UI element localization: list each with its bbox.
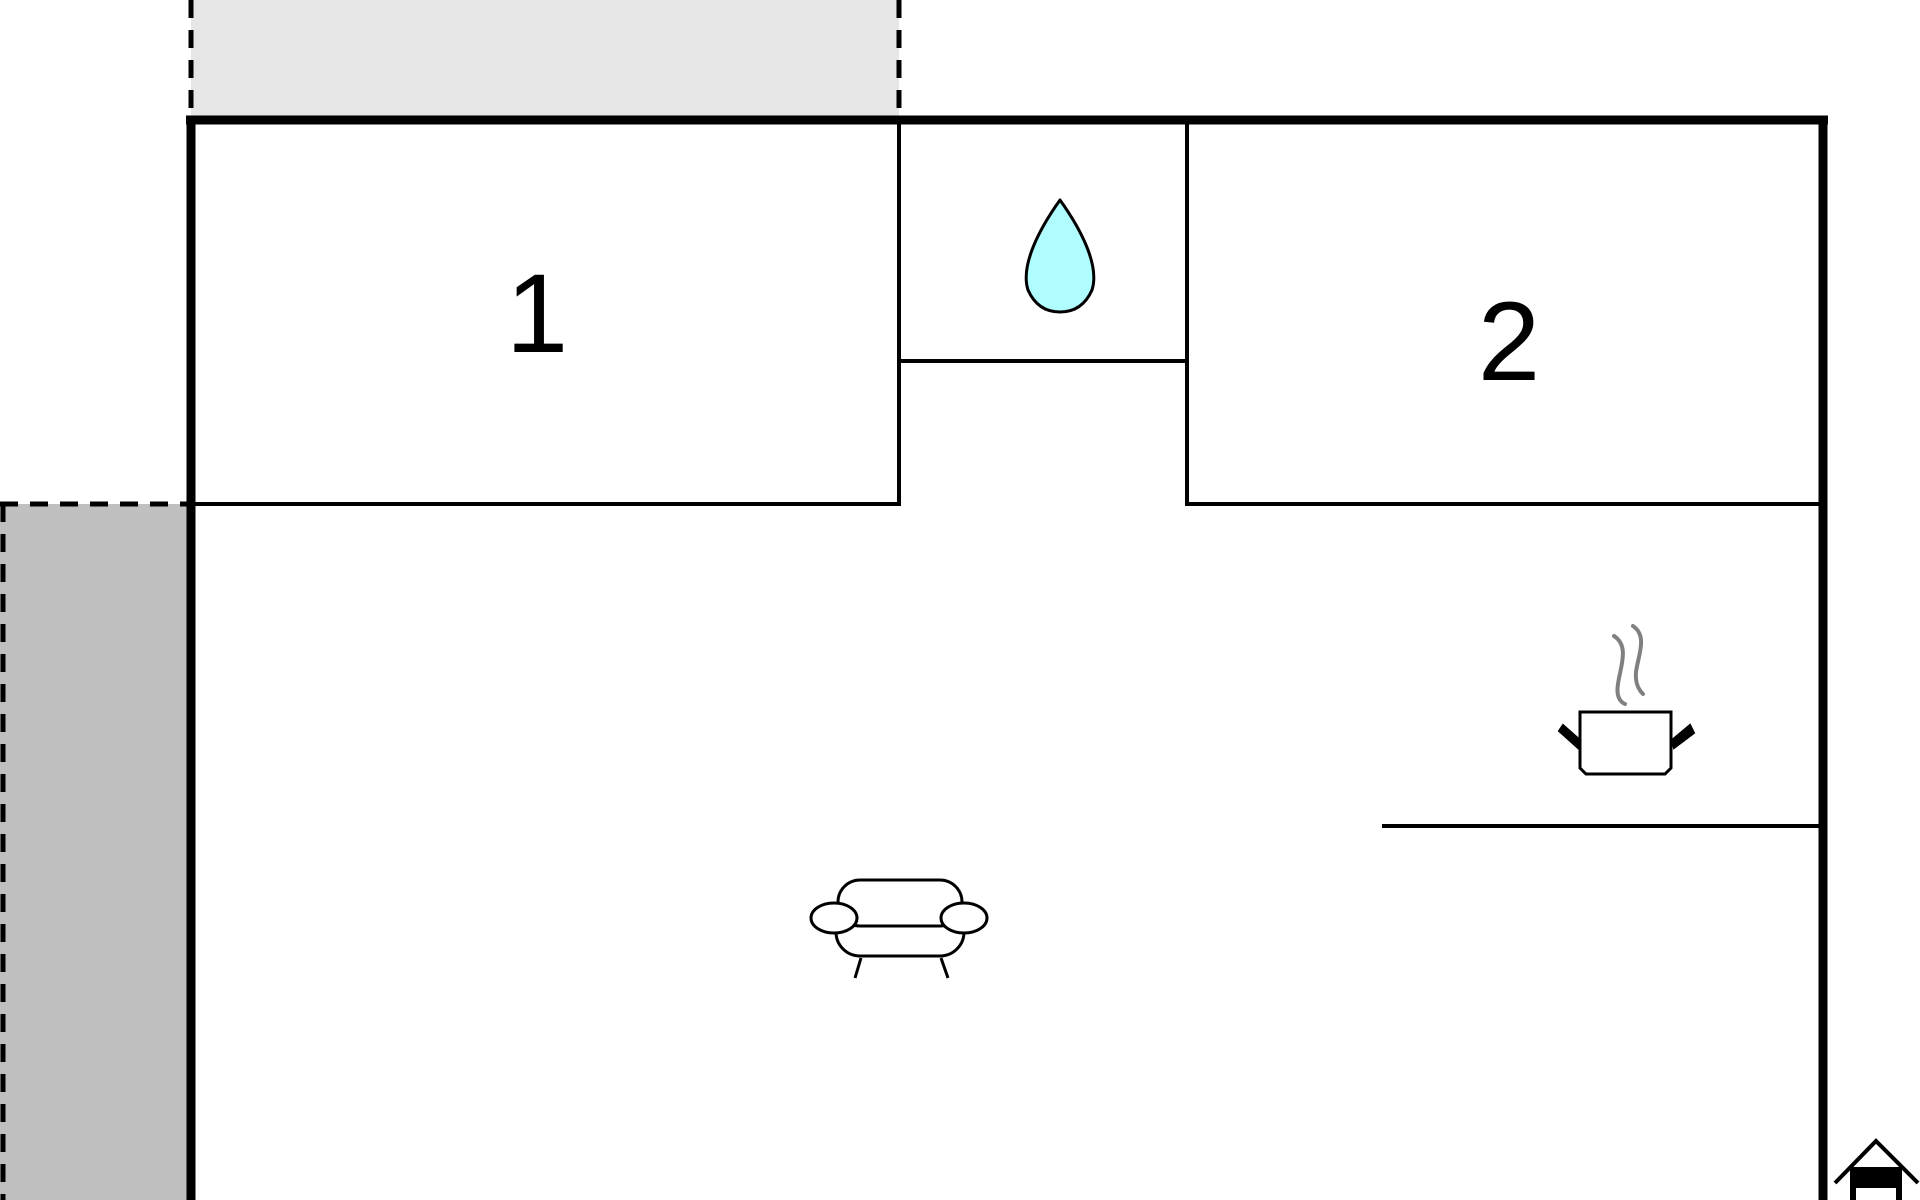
sofa-icon (809, 878, 989, 979)
entrance-step (1856, 1188, 1896, 1200)
water-drop-icon (1024, 198, 1096, 314)
interior-walls (195, 124, 1819, 828)
sofa-leg-right (939, 957, 950, 979)
sofa-leg-left (853, 957, 863, 979)
steam-right (1631, 624, 1645, 696)
pot-handle-left (1557, 723, 1582, 750)
house-entrance-icon (1833, 1138, 1920, 1200)
room-2-label: 2 (1478, 279, 1540, 404)
room-1-label: 1 (506, 251, 568, 376)
sofa-arm-right (939, 901, 989, 935)
sofa-arm-left (809, 901, 859, 935)
steam-left (1612, 634, 1627, 706)
exterior-walls (186, 115, 1828, 1200)
cooking-pot-icon (1557, 624, 1696, 776)
pot-body (1578, 710, 1673, 776)
terrace-left (0, 504, 188, 1200)
terrace-top (191, 0, 899, 121)
entrance-roof (1833, 1138, 1920, 1185)
outdoor-areas (0, 0, 902, 1200)
pot-handle-right (1670, 723, 1696, 750)
